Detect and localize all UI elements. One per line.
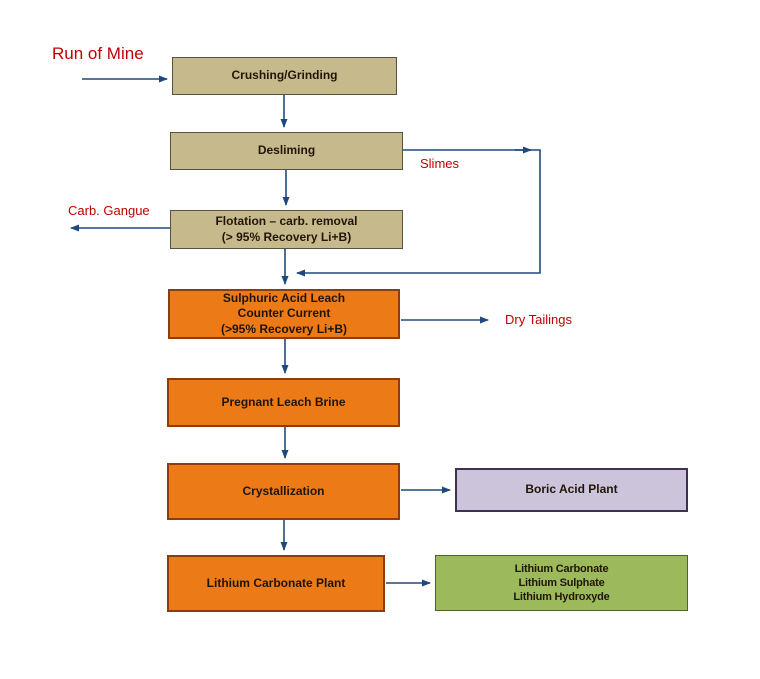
connector-slimes-recycle <box>296 149 541 277</box>
dry-tailings-label: Dry Tailings <box>505 312 572 327</box>
node-desliming: Desliming <box>170 132 403 170</box>
node-lithium-carbonate-plant-label: Lithium Carbonate Plant <box>206 575 346 590</box>
node-pregnant-leach-brine: Pregnant Leach Brine <box>167 378 400 427</box>
node-flotation: Flotation – carb. removal (> 95% Recover… <box>170 210 403 249</box>
node-flotation-line1: Flotation – carb. removal <box>215 214 358 229</box>
node-sulphuric-line2: Counter Current <box>237 306 331 321</box>
node-sulphuric-acid-leach: Sulphuric Acid Leach Counter Current (>9… <box>168 289 400 339</box>
node-products-line1: Lithium Carbonate <box>514 562 609 575</box>
node-pregnant-leach-brine-label: Pregnant Leach Brine <box>221 394 346 409</box>
slimes-label: Slimes <box>420 156 460 171</box>
node-products-line3: Lithium Hydroxyde <box>513 591 610 604</box>
node-crystallization: Crystallization <box>167 463 400 520</box>
node-desliming-label: Desliming <box>257 143 316 158</box>
node-lithium-carbonate-plant: Lithium Carbonate Plant <box>167 555 385 612</box>
node-crushing-grinding: Crushing/Grinding <box>172 57 397 95</box>
node-crystallization-label: Crystallization <box>242 483 325 498</box>
node-sulphuric-line1: Sulphuric Acid Leach <box>222 290 346 305</box>
run-of-mine-label: Run of Mine <box>52 44 144 63</box>
node-boric-acid-plant-label: Boric Acid Plant <box>525 482 618 497</box>
carb-gangue-label: Carb. Gangue <box>68 203 150 218</box>
node-sulphuric-line3: (>95% Recovery Li+B) <box>220 321 348 336</box>
node-products-line2: Lithium Sulphate <box>518 576 605 589</box>
node-crushing-grinding-label: Crushing/Grinding <box>231 68 338 83</box>
node-lithium-products: Lithium Carbonate Lithium Sulphate Lithi… <box>435 555 688 611</box>
node-flotation-line2: (> 95% Recovery Li+B) <box>221 229 352 244</box>
node-boric-acid-plant: Boric Acid Plant <box>455 468 688 512</box>
